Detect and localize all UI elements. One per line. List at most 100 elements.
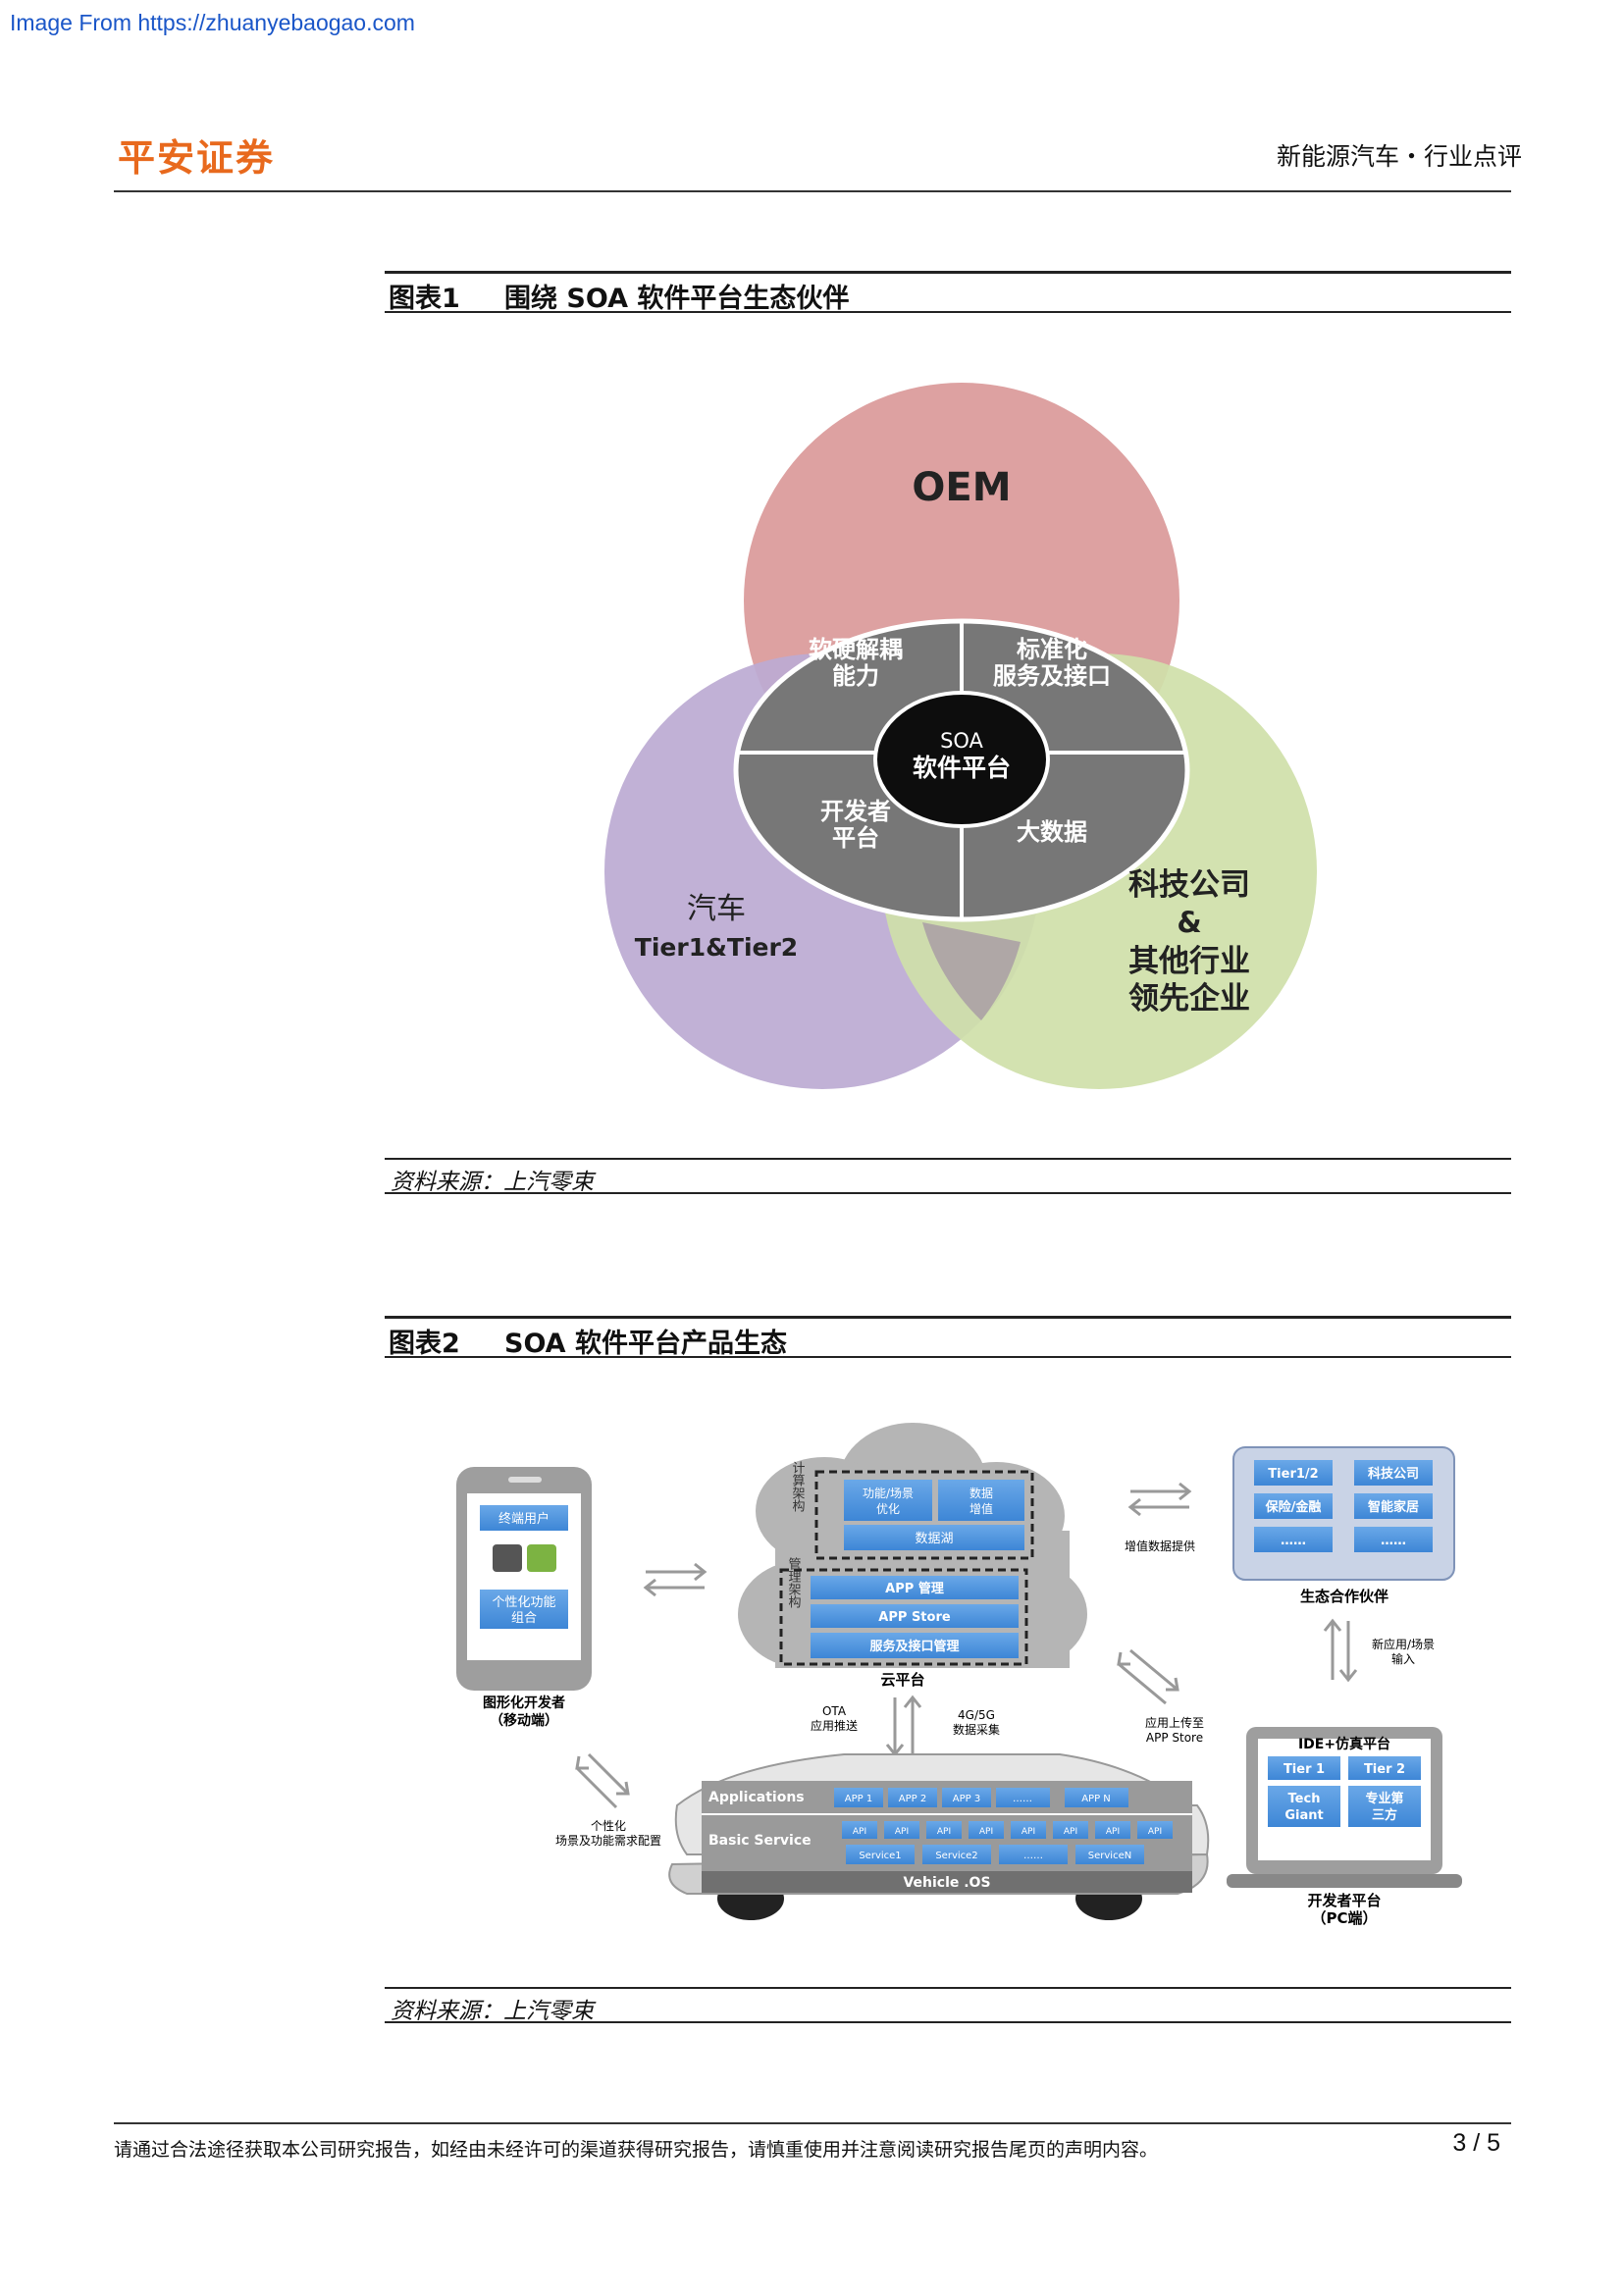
figure2-caption: SOA 软件平台产品生态 [504,1329,787,1359]
svg-text:APP Store: APP Store [878,1610,951,1625]
figure2-top-rule [385,1316,1511,1319]
figure1-top-rule [385,271,1511,274]
oem-label: OEM [912,465,1011,510]
svg-text:新应用/场景: 新应用/场景 [1372,1637,1435,1651]
footer-disclaimer: 请通过合法途径获取本公司研究报告，如经由未经许可的渠道获得研究报告，请慎重使用并… [114,2139,1159,2161]
figure2-source-rule-bottom [385,2021,1511,2023]
svg-text:个性化功能: 个性化功能 [492,1595,555,1610]
overlap-area [922,922,1021,1020]
svg-text:其他行业: 其他行业 [1128,944,1250,979]
figure1-label: 图表1 [389,284,460,314]
svg-text:Tier1/2: Tier1/2 [1268,1467,1318,1482]
soa-venn-diagram: OEM 软硬解耦 能力 标准化 服务及接口 开发者 平台 大数据 SOA 软件平… [604,383,1317,1089]
api-label: API [895,1827,909,1837]
header-divider [114,190,1511,192]
svg-text:……: …… [1013,1794,1032,1804]
svg-text:终端用户: 终端用户 [498,1511,550,1527]
svg-text:APP 2: APP 2 [899,1794,926,1804]
svg-text:管理架构: 管理架构 [786,1557,802,1608]
svg-text:组合: 组合 [511,1611,537,1626]
figure2-label: 图表2 [389,1329,460,1359]
svg-text:智能家居: 智能家居 [1368,1499,1419,1515]
api-box [926,1821,962,1839]
svg-text:个性化: 个性化 [591,1819,626,1833]
figure1-source: 资料来源：上汽零束 [391,1170,594,1195]
mobile-phone: 终端用户 个性化功能 组合 图形化开发者 （移动端） [456,1467,592,1729]
figure2-title: 图表2 SOA 软件平台产品生态 [389,1322,787,1360]
svg-text:APP 1: APP 1 [845,1794,872,1804]
svg-text:Tier1&Tier2: Tier1&Tier2 [635,933,798,962]
svg-text:Applications: Applications [708,1790,805,1805]
svg-text:科技公司: 科技公司 [1368,1466,1419,1482]
api-label: API [937,1827,951,1837]
android-icon [527,1544,556,1572]
brand-logo: 平安证券 [118,136,276,180]
api-box [884,1821,919,1839]
figure1-title: 图表1 围绕 SOA 软件平台生态伙伴 [389,277,849,315]
svg-text:三方: 三方 [1372,1807,1397,1823]
api-label: API [979,1827,993,1837]
svg-text:Service1: Service1 [859,1851,901,1861]
svg-text:能力: 能力 [832,662,879,690]
api-box [842,1821,877,1839]
end-user-box [480,1505,568,1531]
svg-text:云平台: 云平台 [880,1671,924,1689]
figure1-caption: 围绕 SOA 软件平台生态伙伴 [504,284,850,314]
laptop: IDE+仿真平台 Tier 1 Tier 2 Tech Giant 专业第 三方… [1227,1727,1462,1927]
source-watermark: Image From https://zhuanyebaogao.com [10,10,415,35]
phone-cloud-arrows [643,1562,707,1597]
svg-text:平台: 平台 [832,824,879,852]
svg-text:4G/5G: 4G/5G [958,1708,995,1722]
svg-text:APP 管理: APP 管理 [885,1581,944,1596]
svg-text:生态合作伙伴: 生态合作伙伴 [1300,1588,1388,1605]
api-label: API [1064,1827,1077,1837]
svg-text:Tier 1: Tier 1 [1283,1762,1325,1777]
svg-text:场景及功能需求配置: 场景及功能需求配置 [555,1834,661,1848]
svg-text:SOA: SOA [940,729,983,753]
svg-text:科技公司: 科技公司 [1128,867,1250,903]
svg-text:（移动端）: （移动端） [490,1712,558,1729]
cloud-platform: 计算架构 功能/场景 优化 数据 增值 数据湖 管理架构 APP 管理 APP … [738,1423,1087,1689]
personalized-combo-box [480,1590,568,1629]
api-box [1137,1821,1173,1839]
svg-text:……: …… [1023,1851,1043,1861]
svg-text:APP 3: APP 3 [953,1794,980,1804]
svg-text:开发者平台: 开发者平台 [1307,1892,1381,1909]
api-box [1095,1821,1130,1839]
svg-text:Tech: Tech [1288,1792,1321,1806]
svg-text:标准化: 标准化 [1017,636,1087,663]
svg-text:服务及接口: 服务及接口 [993,662,1111,690]
svg-text:……: …… [1281,1534,1306,1548]
svg-text:Tier 2: Tier 2 [1364,1762,1405,1777]
svg-text:&: & [1177,906,1201,939]
api-box [1053,1821,1088,1839]
svg-text:软件平台: 软件平台 [913,754,1011,782]
soa-core [873,691,1050,828]
api-label: API [1148,1827,1162,1837]
svg-text:保险/金融: 保险/金融 [1265,1499,1322,1515]
svg-text:计算架构: 计算架构 [790,1461,806,1512]
svg-text:增值: 增值 [969,1501,993,1516]
figure2-source: 资料来源：上汽零束 [391,1999,594,2024]
svg-text:APP N: APP N [1081,1794,1111,1804]
svg-text:图形化开发者: 图形化开发者 [483,1695,565,1711]
svg-text:增值数据提供: 增值数据提供 [1125,1539,1195,1553]
svg-text:ServiceN: ServiceN [1088,1851,1131,1861]
svg-text:数据: 数据 [969,1486,993,1500]
figure1-source-rule-top [385,1158,1511,1160]
svg-text:数据采集: 数据采集 [953,1722,1000,1737]
api-label: API [1022,1827,1035,1837]
svg-text:Service2: Service2 [935,1851,977,1861]
api-label: API [1106,1827,1120,1837]
apple-icon [493,1544,522,1572]
figure1-title-rule [385,311,1511,313]
svg-text:OTA: OTA [822,1704,847,1718]
svg-text:功能/场景: 功能/场景 [863,1487,914,1500]
svg-text:Giant: Giant [1284,1808,1323,1823]
ecosystem-partners: Tier1/2 科技公司 保险/金融 智能家居 …… …… 生态合作伙伴 [1232,1446,1455,1605]
report-category: 新能源汽车・行业点评 [1276,142,1522,171]
api-box [969,1821,1004,1839]
svg-text:IDE+仿真平台: IDE+仿真平台 [1298,1736,1390,1752]
svg-text:Basic Service: Basic Service [708,1833,812,1849]
svg-text:APP Store: APP Store [1146,1731,1203,1745]
